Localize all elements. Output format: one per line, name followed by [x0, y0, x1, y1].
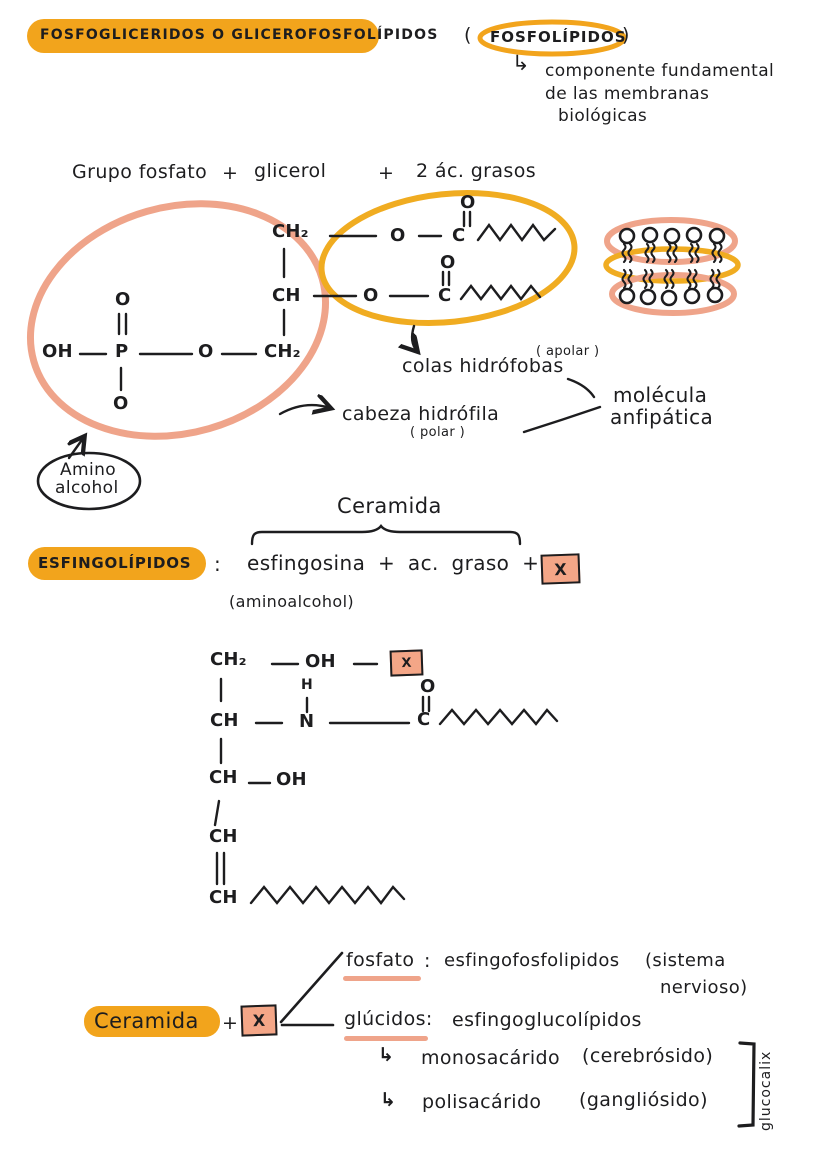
glucidos-underline	[344, 1036, 428, 1041]
fosfolipidos-oval	[477, 19, 627, 57]
atom-ester2-o2: O	[440, 252, 456, 273]
main-title: FOSFOGLICERIDOS O GLICEROFOSFOLÍPIDOS	[40, 27, 439, 43]
atom-ester2-o: O	[363, 285, 379, 306]
atom2-ch1: CH	[210, 710, 239, 731]
amino-alcohol-bubble	[36, 451, 142, 511]
esfingolipidos-colon: :	[214, 552, 222, 576]
membrane-bilayer-sketch	[603, 217, 741, 316]
glucocalix-label: glucocalix	[758, 1050, 774, 1131]
atom2-c: C	[417, 709, 431, 730]
atom2-o: O	[420, 676, 436, 697]
arrow-to-cabeza	[278, 405, 330, 416]
atom-oh: OH	[42, 341, 73, 362]
ceramida-highlight	[84, 1006, 220, 1037]
polisacarido-label: polisacárido	[422, 1091, 542, 1113]
atom-ch2-top: CH₂	[272, 221, 309, 242]
atom2-oh2: OH	[276, 769, 307, 790]
fosfato-result: esfingofosfolipidos	[444, 950, 620, 971]
synonym-paren-open: (	[464, 24, 472, 46]
title-highlight	[27, 19, 379, 53]
lipid-heads	[618, 226, 726, 307]
atom-ester1-o: O	[390, 225, 406, 246]
derivative-branches	[279, 951, 344, 1027]
ceramida-brace-label: Ceramida	[337, 494, 442, 518]
esfingolipidos-equation: esfingosina + ac. graso +	[247, 551, 540, 575]
formula-plus2: +	[378, 162, 395, 184]
synonym-title: FOSFOLÍPIDOS	[490, 28, 627, 46]
atom-p: P	[115, 341, 129, 362]
membrane-note-line1: componente fundamental	[545, 61, 775, 81]
atom2-ch4: CH	[209, 887, 238, 908]
atom2-ch3: CH	[209, 826, 238, 847]
formula-acidos-grasos: 2 ác. grasos	[416, 160, 537, 182]
label-colas-hidrofobas: colas hidrófobas	[402, 355, 564, 377]
x-symbol: X	[401, 655, 412, 671]
label-aminoalcohol: (aminoalcohol)	[229, 592, 355, 611]
lipid-tails-bottom	[621, 268, 721, 290]
mono-arrow-icon: ↳	[378, 1044, 395, 1066]
formula-grupo-fosfato: Grupo fosfato	[72, 161, 208, 183]
ceramida-brace	[250, 524, 522, 546]
glycerophospholipid-bonds	[78, 210, 557, 392]
glucidos-label: glúcidos:	[344, 1008, 433, 1030]
label-molecula: molécula	[613, 383, 708, 407]
x-box-ceramida: X	[240, 1004, 278, 1037]
fatty-acid-outline	[318, 189, 578, 327]
atom-ester1-o2: O	[460, 192, 476, 213]
membrane-note-line3: biológicas	[558, 106, 648, 126]
glucidos-result: esfingoglucolípidos	[452, 1009, 642, 1031]
label-alcohol: alcohol	[55, 478, 119, 498]
x-symbol: X	[554, 559, 567, 579]
x-box-structure: X	[389, 649, 424, 677]
branch-to-fosfato	[279, 951, 344, 1024]
formula-plus1: +	[222, 162, 239, 184]
converge-line-bottom	[522, 405, 602, 434]
x-box-equation: X	[540, 553, 581, 585]
fosfato-note1: (sistema	[645, 950, 726, 971]
atom-ch2-bottom: CH₂	[264, 341, 301, 362]
fosfato-label: fosfato	[346, 949, 415, 971]
atom2-n: N	[299, 711, 315, 732]
atom2-oh1: OH	[305, 651, 336, 672]
poli-arrow-icon: ↳	[380, 1089, 397, 1111]
atom2-ch2b: CH	[209, 767, 238, 788]
sphingolipid-bonds	[213, 662, 559, 905]
ceramida-plus: +	[222, 1012, 239, 1034]
fosfato-underline	[343, 976, 421, 981]
phosphate-group-outline	[26, 200, 330, 440]
label-apolar: ( apolar )	[536, 344, 600, 359]
atom-o-bottom: O	[113, 393, 129, 414]
esfingolipidos-highlight	[28, 547, 206, 580]
x-symbol: X	[252, 1010, 266, 1031]
formula-glicerol: glicerol	[254, 160, 327, 182]
label-polar: ( polar )	[410, 425, 466, 440]
label-amino: Amino	[60, 460, 117, 480]
lipid-tails-top	[621, 242, 723, 264]
atom-ch-mid: CH	[272, 285, 301, 306]
atom2-ch2: CH₂	[210, 649, 247, 670]
label-anfipatica: anfipática	[610, 405, 714, 429]
membrane-note-line2: de las membranas	[545, 84, 710, 104]
arrow-to-colas	[412, 324, 417, 351]
atom2-h: H	[301, 677, 314, 693]
cerebrosido-label: (cerebrósido)	[582, 1045, 714, 1067]
converge-line-top	[566, 377, 596, 399]
monosacarido-label: monosacárido	[421, 1047, 561, 1069]
glucocalix-bracket	[737, 1041, 756, 1128]
atom-ester1-c: C	[452, 225, 466, 246]
esfingolipidos-title: ESFINGOLÍPIDOS	[38, 554, 192, 572]
atom-ester2-c: C	[438, 285, 452, 306]
ceramida-label: Ceramida	[94, 1009, 199, 1033]
fosfato-colon: :	[424, 950, 431, 972]
gangliosido-label: (gangliósido)	[579, 1089, 708, 1111]
atom-o-top: O	[115, 289, 131, 310]
note-arrow-icon: ↳	[512, 51, 530, 75]
label-cabeza-hidrofila: cabeza hidrófila	[342, 403, 500, 425]
synonym-paren-close: )	[622, 24, 630, 46]
atom-o-mid: O	[198, 341, 214, 362]
fosfato-note2: nervioso)	[660, 977, 748, 998]
